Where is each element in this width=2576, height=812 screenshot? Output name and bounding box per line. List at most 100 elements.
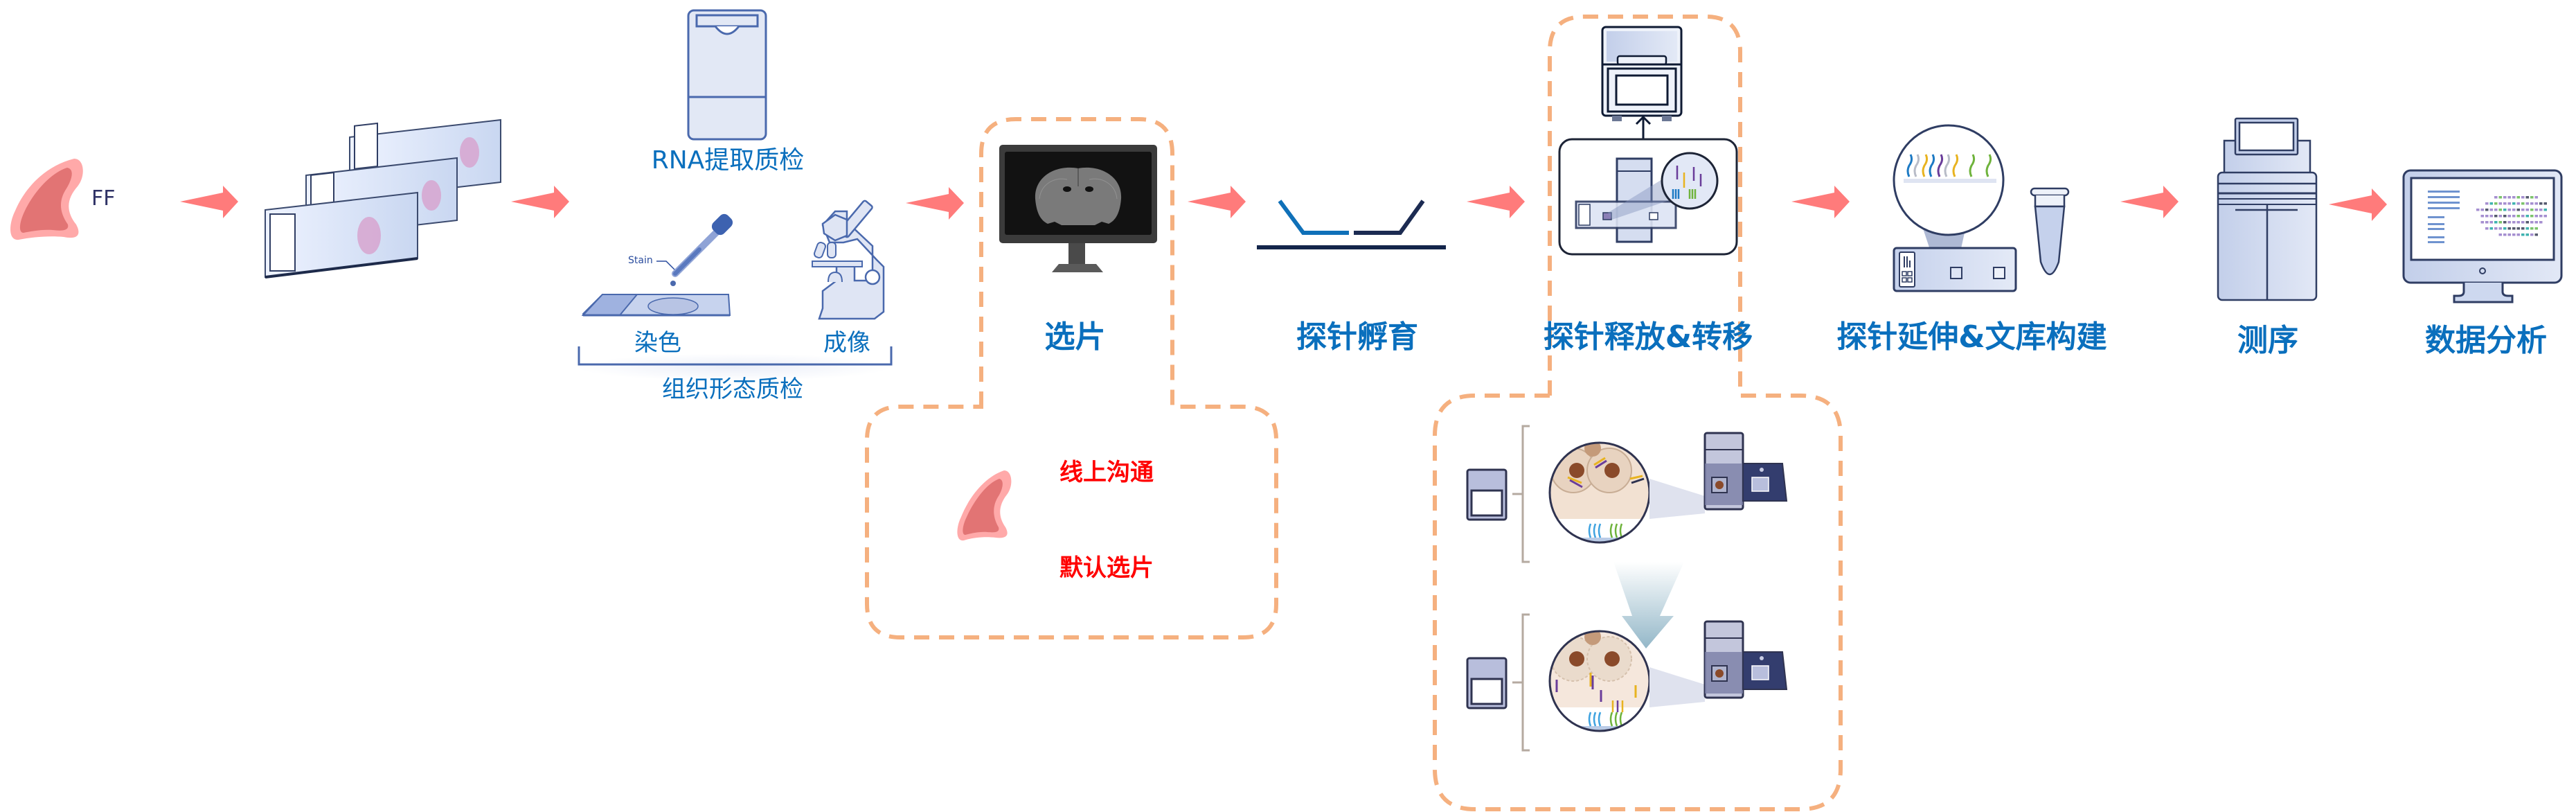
heatmap-cell bbox=[2494, 209, 2498, 211]
heatmap-cell bbox=[2530, 233, 2534, 236]
heatmap-cell bbox=[2494, 196, 2498, 199]
morphology-qc-label: 组织形态质检 bbox=[662, 376, 803, 403]
heatmap-cell bbox=[2498, 221, 2502, 224]
heatmap-cell bbox=[2494, 221, 2498, 224]
capture-slide-release-icon bbox=[1558, 138, 1738, 256]
heatmap-cell bbox=[2507, 215, 2511, 218]
heatmap-cell bbox=[2534, 196, 2538, 199]
heatmap-cell bbox=[2521, 209, 2525, 211]
analysis-monitor-icon bbox=[2402, 169, 2563, 303]
heatmap-cell bbox=[2480, 221, 2484, 224]
heatmap-cell bbox=[2503, 196, 2507, 199]
heatmap-cell bbox=[2539, 221, 2543, 224]
heatmap-cell bbox=[2516, 233, 2520, 236]
heatmap-cell bbox=[2534, 221, 2538, 224]
data-analysis-label: 数据分析 bbox=[2425, 323, 2547, 358]
heatmap-cell bbox=[2494, 227, 2498, 230]
staining-label: 染色 bbox=[634, 329, 681, 357]
heatmap-cell bbox=[2507, 196, 2511, 199]
heatmap-cell bbox=[2507, 202, 2511, 205]
heatmap-cell bbox=[2480, 209, 2484, 211]
heatmap-cell bbox=[2503, 221, 2507, 224]
heatmap-cell bbox=[2503, 215, 2507, 218]
heatmap-cell bbox=[2525, 215, 2529, 218]
bracket-shadow bbox=[575, 353, 893, 381]
heatmap-cell bbox=[2494, 202, 2498, 205]
heatmap-cell bbox=[2503, 233, 2507, 236]
tissue-icon bbox=[10, 159, 83, 240]
heatmap-cell bbox=[2534, 215, 2538, 218]
rna-qc-label: RNA提取质检 bbox=[651, 146, 805, 175]
heatmap-cell bbox=[2534, 233, 2538, 236]
glass-slides-icon bbox=[265, 118, 501, 279]
monitor-brain-section-icon bbox=[999, 145, 1157, 272]
heatmap-cell bbox=[2480, 215, 2484, 218]
heatmap-cell bbox=[2476, 209, 2480, 211]
heatmap-cell bbox=[2512, 233, 2516, 236]
heatmap-cell bbox=[2516, 202, 2520, 205]
select-slide-label: 选片 bbox=[1044, 319, 1106, 355]
heatmap-cell bbox=[2512, 227, 2516, 230]
heatmap-cell bbox=[2516, 209, 2520, 211]
heatmap-cell bbox=[2485, 202, 2489, 205]
probe-incubation-label: 探针孵育 bbox=[1296, 319, 1418, 355]
heatmap-cell bbox=[2521, 196, 2525, 199]
sequencing-label: 测序 bbox=[2237, 323, 2298, 358]
probe-release-transfer-label: 探针释放&转移 bbox=[1543, 319, 1753, 355]
heatmap-cell bbox=[2521, 202, 2525, 205]
heatmap-cell bbox=[2498, 233, 2502, 236]
sample-label: FF bbox=[91, 186, 116, 211]
heatmap-cell bbox=[2485, 227, 2489, 230]
heatmap-cell bbox=[2503, 209, 2507, 211]
qc-group-bracket bbox=[578, 346, 893, 366]
selected-tissue-icon bbox=[957, 470, 1012, 541]
heatmap-cell bbox=[2530, 215, 2534, 218]
heatmap-cell bbox=[2498, 196, 2502, 199]
heatmap-cell bbox=[2512, 196, 2516, 199]
capture-slide-tube-icon bbox=[1893, 124, 2070, 292]
heatmap-cell bbox=[2525, 202, 2529, 205]
note-online-communication: 线上沟通 bbox=[1059, 459, 1154, 486]
heatmap-cell bbox=[2525, 196, 2529, 199]
heatmap-cell bbox=[2525, 221, 2529, 224]
heatmap-cell bbox=[2512, 209, 2516, 211]
heatmap-cell bbox=[2543, 209, 2547, 211]
heatmap-cell bbox=[2489, 202, 2493, 205]
thermocycler-icon bbox=[1601, 26, 1683, 121]
heatmap-cell bbox=[2530, 221, 2534, 224]
heatmap-cell bbox=[2525, 233, 2529, 236]
heatmap-cell bbox=[2521, 227, 2525, 230]
heatmap-cell bbox=[2503, 227, 2507, 230]
sequencer-icon bbox=[2217, 117, 2318, 301]
heatmap-cell bbox=[2498, 202, 2502, 205]
heatmap-cell bbox=[2489, 227, 2493, 230]
heatmap-cell bbox=[2534, 227, 2538, 230]
heatmap-cell bbox=[2512, 215, 2516, 218]
heatmap-cell bbox=[2530, 209, 2534, 211]
heatmap-cell bbox=[2534, 202, 2538, 205]
heatmap-cell bbox=[2521, 233, 2525, 236]
heatmap-cell bbox=[2494, 215, 2498, 218]
heatmap-cell bbox=[2489, 209, 2493, 211]
heatmap-cell bbox=[2485, 215, 2489, 218]
before-transfer-row bbox=[1466, 425, 1788, 563]
probe-transfer-detail-illustration bbox=[1466, 425, 1788, 752]
heatmap-cell bbox=[2530, 202, 2534, 205]
heatmap-cell bbox=[2498, 227, 2502, 230]
heatmap-cell bbox=[2489, 221, 2493, 224]
heatmap-cell bbox=[2534, 209, 2538, 211]
heatmap-cell bbox=[2543, 202, 2547, 205]
heatmap-cell bbox=[2512, 221, 2516, 224]
heatmap-cell bbox=[2489, 215, 2493, 218]
heatmap-cell bbox=[2516, 227, 2520, 230]
heatmap-cell bbox=[2525, 209, 2529, 211]
heatmap-cell bbox=[2512, 202, 2516, 205]
heatmap-cell bbox=[2543, 215, 2547, 218]
transfer-down-arrow-icon bbox=[1613, 562, 1684, 648]
heatmap-cell bbox=[2507, 209, 2511, 211]
heatmap-cell bbox=[2498, 209, 2502, 211]
heatmap-cell bbox=[2539, 202, 2543, 205]
